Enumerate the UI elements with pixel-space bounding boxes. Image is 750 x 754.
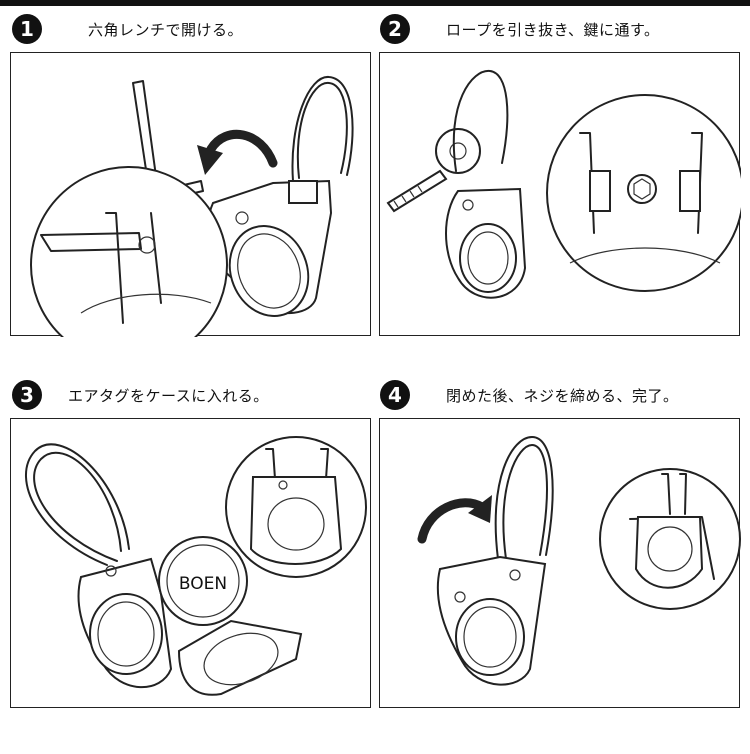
step-3-header: 3 [12,378,42,412]
step-4-panel [379,418,741,708]
airtag: BOEN [158,536,248,626]
lock-body [207,75,354,317]
step-3-illustration: BOEN [25,436,367,696]
case-lid [177,619,303,696]
key-icon [386,128,481,213]
step-3-caption: エアタグをケースに入れる。 [68,387,269,405]
zoom-detail [225,436,367,578]
step-4-header: 4 [380,378,410,412]
step-2-caption: ロープを引き抜き、鍵に通す。 [446,21,660,39]
zoom-detail [546,94,741,292]
brand-label: BOEN [179,574,227,594]
screw-icon [138,236,156,254]
step-1-header: 1 [12,12,42,46]
lock-body [436,436,554,686]
screw-icon [627,174,657,204]
step-4-caption: 閉めた後、ネジを締める、完了。 [446,387,679,405]
step-1-caption: 六角レンチで開ける。 [88,21,244,39]
screw-icon [278,480,288,490]
step-2-header: 2 [380,12,410,46]
lock-body [25,443,173,689]
step-4-number: 4 [380,380,410,410]
step-1-panel [10,52,371,337]
lock-body [445,69,527,299]
screw-icon [509,569,521,581]
step-4-illustration [417,436,741,686]
zoom-detail [30,166,228,337]
rotate-arrow-icon [417,495,492,544]
step-1-illustration [30,75,354,337]
top-rule [0,0,750,6]
step-2-number: 2 [380,14,410,44]
zoom-detail [599,468,741,610]
step-3-number: 3 [12,380,42,410]
step-3-panel: BOEN [10,418,371,708]
step-2-illustration [386,69,741,299]
rotate-arrow-icon [197,129,278,175]
step-2-panel [379,52,741,336]
step-1-number: 1 [12,14,42,44]
